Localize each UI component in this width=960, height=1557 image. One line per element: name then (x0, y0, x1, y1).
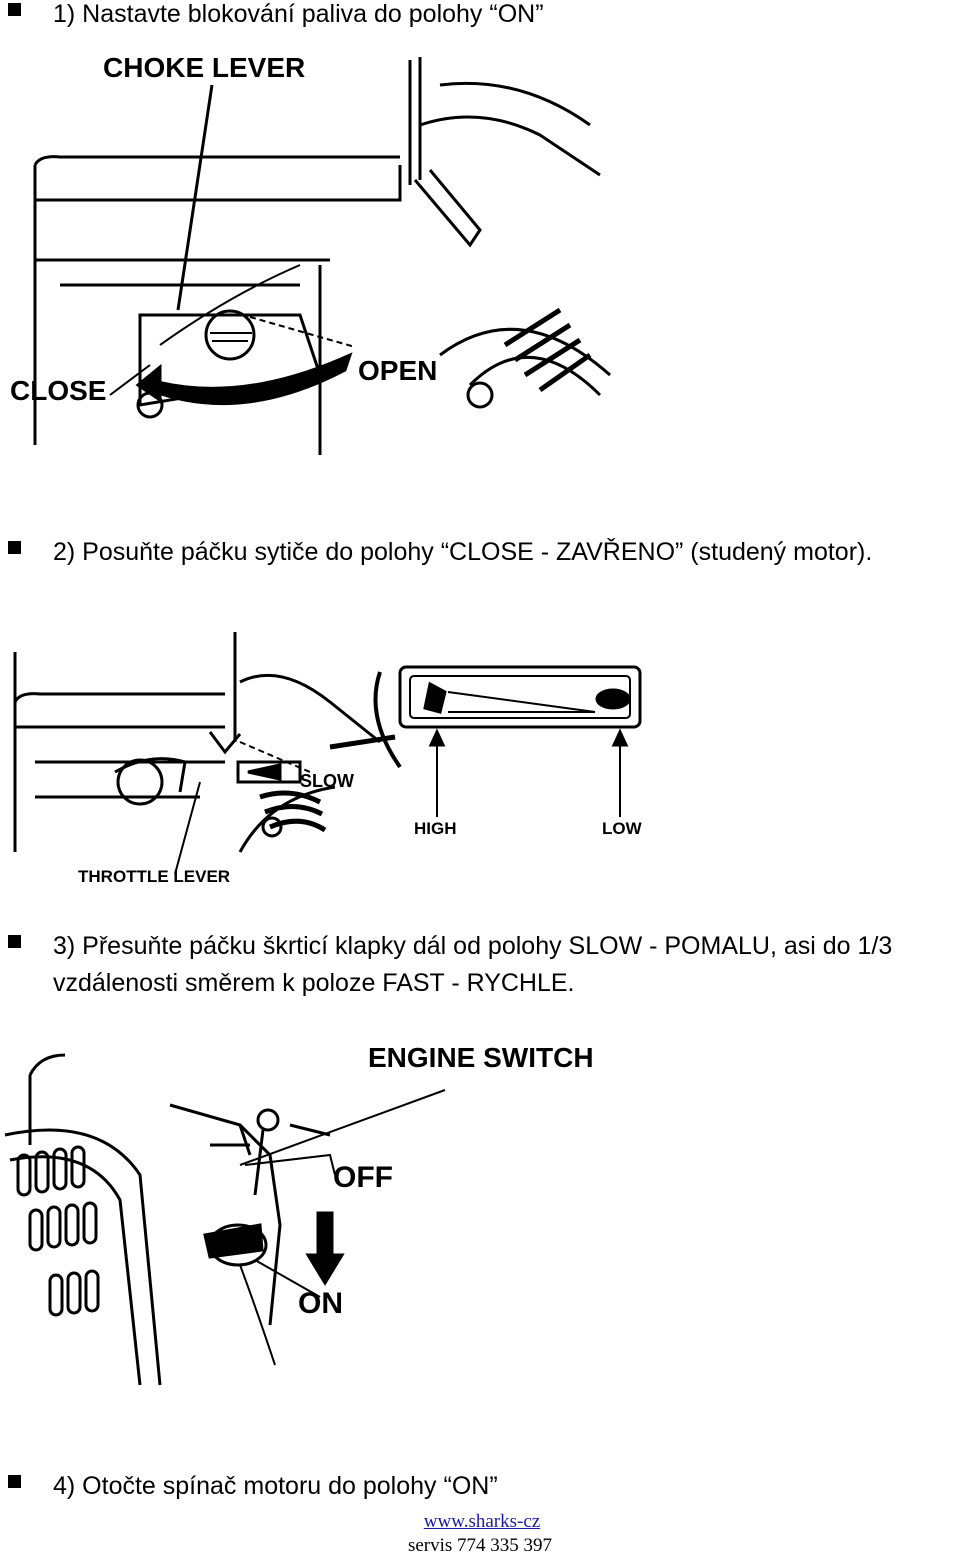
bullet-square-icon (8, 541, 21, 554)
engine-switch-off-label: OFF (333, 1161, 393, 1194)
service-phone: servis 774 335 397 (407, 1535, 553, 1556)
bullet-square-icon (8, 1475, 21, 1488)
step-3: 3) Přesuňte páčku škrticí klapky dál od … (0, 928, 943, 1002)
website-link[interactable]: www.sharks-cz (423, 1511, 541, 1532)
choke-lever-figure: CHOKE LEVER CLOSE OPEN (0, 45, 960, 470)
engine-switch-on-label: ON (298, 1287, 343, 1320)
step-4-text: 4) Otočte spínač motoru do polohy “ON” (53, 1472, 498, 1500)
turtle-icon (595, 688, 631, 710)
throttle-lever-label: THROTTLE LEVER (78, 867, 230, 886)
bullet-square-icon (8, 935, 21, 948)
step-3-text: 3) Přesuňte páčku škrticí klapky dál od … (53, 932, 900, 997)
step-4: 4) Otočte spínač motoru do polohy “ON” (0, 1468, 943, 1505)
throttle-slow-label: SLOW (300, 771, 354, 791)
throttle-low-label: LOW (602, 819, 643, 838)
choke-close-label: CLOSE (10, 375, 106, 406)
step-1-text: 1) Nastavte blokování paliva do polohy “… (53, 0, 544, 28)
rabbit-icon (423, 681, 447, 714)
bullet-square-icon (8, 3, 21, 16)
throttle-high-label: HIGH (414, 819, 457, 838)
engine-switch-label: ENGINE SWITCH (368, 1042, 594, 1073)
footer-service-line: servis 774 335 397 (0, 1535, 960, 1557)
engine-switch-figure: ENGINE SWITCH OFF ON (0, 1035, 960, 1400)
step-2: 2) Posuňte páčku sytiče do polohy “CLOSE… (0, 534, 943, 571)
footer-website-line: www.sharks-cz (0, 1511, 960, 1533)
choke-lever-label: CHOKE LEVER (103, 52, 305, 83)
step-2-text: 2) Posuňte páčku sytiče do polohy “CLOSE… (53, 538, 873, 566)
step-1: 1) Nastavte blokování paliva do polohy “… (0, 0, 943, 33)
choke-open-label: OPEN (358, 355, 437, 386)
throttle-lever-figure: SLOW HIGH LOW THROTTLE LEVER (0, 622, 960, 897)
